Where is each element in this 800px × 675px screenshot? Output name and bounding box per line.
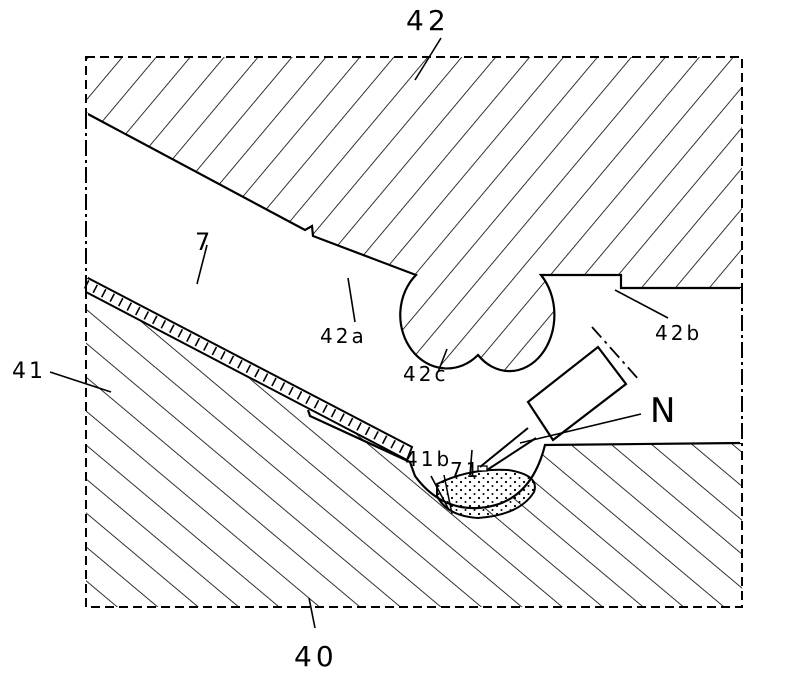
- lower-mold-41: [86, 292, 742, 607]
- label-42b: 42b: [655, 321, 702, 345]
- frame-dashed: [85, 56, 743, 608]
- label-42c: 42c: [403, 362, 448, 386]
- label-71: 71: [450, 458, 481, 482]
- bead-71: [436, 465, 536, 520]
- label-41: 41: [12, 359, 46, 384]
- label-7: 7: [195, 228, 210, 256]
- label-42: 42: [406, 4, 450, 37]
- label-N: N: [650, 391, 675, 431]
- upper-mold-edge: [85, 112, 742, 373]
- label-41b: 41b: [405, 447, 452, 471]
- nozzle-N: [479, 326, 641, 471]
- label-42a: 42a: [320, 324, 367, 348]
- upper-mold-42: [86, 57, 742, 372]
- label-40: 40: [294, 640, 338, 673]
- leader-lines: [49, 37, 669, 629]
- strip-7: [83, 275, 414, 462]
